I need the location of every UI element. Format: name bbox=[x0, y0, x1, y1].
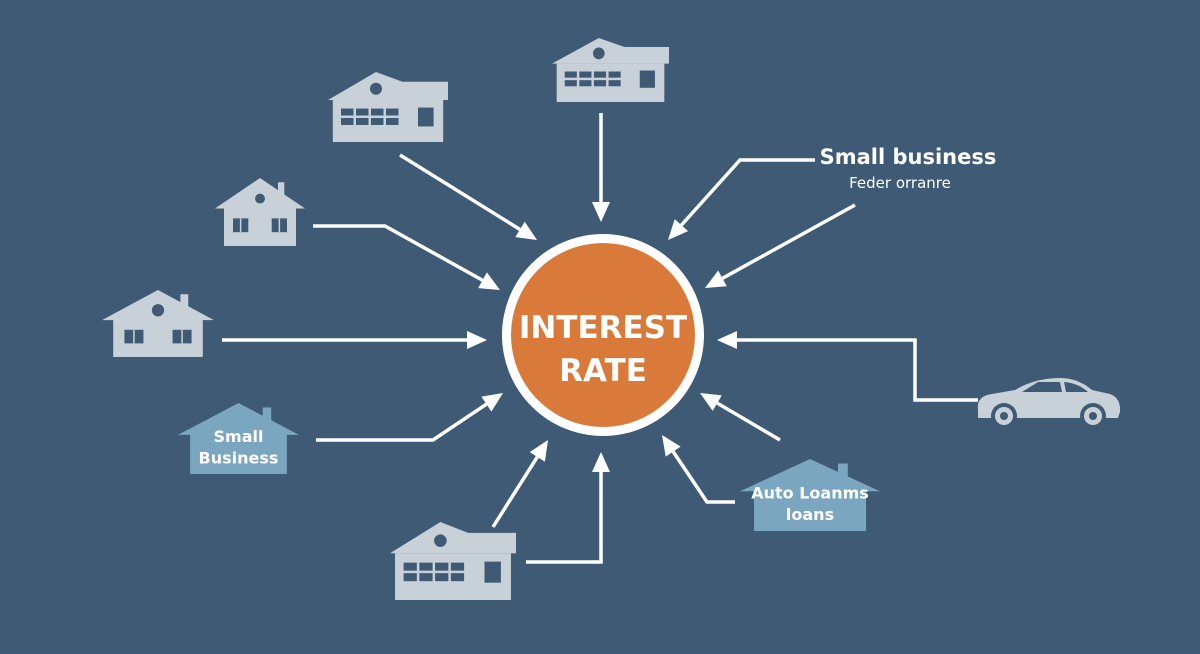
arrow-head-icon bbox=[481, 393, 503, 412]
arrow bbox=[313, 224, 500, 290]
arrow bbox=[705, 203, 856, 288]
small-business-house-icon-label-line2: Business bbox=[199, 448, 279, 467]
house-icon bbox=[390, 522, 516, 600]
arrows bbox=[222, 113, 978, 564]
arrow-head-icon bbox=[592, 452, 610, 472]
center-title-line1: INTEREST bbox=[519, 310, 687, 346]
auto-loans-house-icon-label-line1: Auto Loanms bbox=[751, 484, 869, 503]
house-icon bbox=[215, 178, 305, 246]
arrow bbox=[662, 435, 735, 504]
house-icon bbox=[328, 72, 448, 142]
arrow-head-icon bbox=[668, 219, 689, 240]
arrow-head-icon bbox=[705, 270, 727, 288]
arrow bbox=[717, 331, 978, 402]
arrow-head-icon bbox=[515, 221, 537, 240]
small-business-house-icon-label-line1: Small bbox=[214, 427, 264, 446]
arrow bbox=[399, 153, 537, 240]
small-business-sublabel: Feder orranre bbox=[849, 174, 951, 192]
small-business-label: Small business bbox=[820, 145, 997, 169]
house-icon bbox=[102, 290, 214, 357]
house-icon bbox=[552, 38, 669, 102]
arrow-head-icon bbox=[592, 202, 610, 222]
arrow bbox=[526, 452, 610, 564]
center-circle bbox=[511, 243, 695, 427]
auto-loans-house-icon: Auto Loanms loans bbox=[740, 459, 880, 531]
arrow bbox=[491, 440, 548, 528]
arrow bbox=[592, 113, 610, 222]
arrow bbox=[700, 393, 781, 442]
arrow-head-icon bbox=[662, 435, 681, 457]
arrow-head-icon bbox=[467, 331, 487, 349]
arrow bbox=[222, 331, 487, 349]
center-node: INTEREST RATE bbox=[502, 234, 704, 436]
arrow bbox=[668, 158, 815, 240]
car-icon bbox=[977, 378, 1121, 429]
arrow-head-icon bbox=[717, 331, 737, 349]
arrow bbox=[316, 393, 503, 442]
center-title-line2: RATE bbox=[559, 353, 647, 389]
arrow-head-icon bbox=[529, 440, 548, 462]
arrow-head-icon bbox=[700, 393, 722, 411]
arrow-head-icon bbox=[478, 272, 500, 290]
auto-loans-house-icon-label-line2: loans bbox=[786, 505, 834, 524]
